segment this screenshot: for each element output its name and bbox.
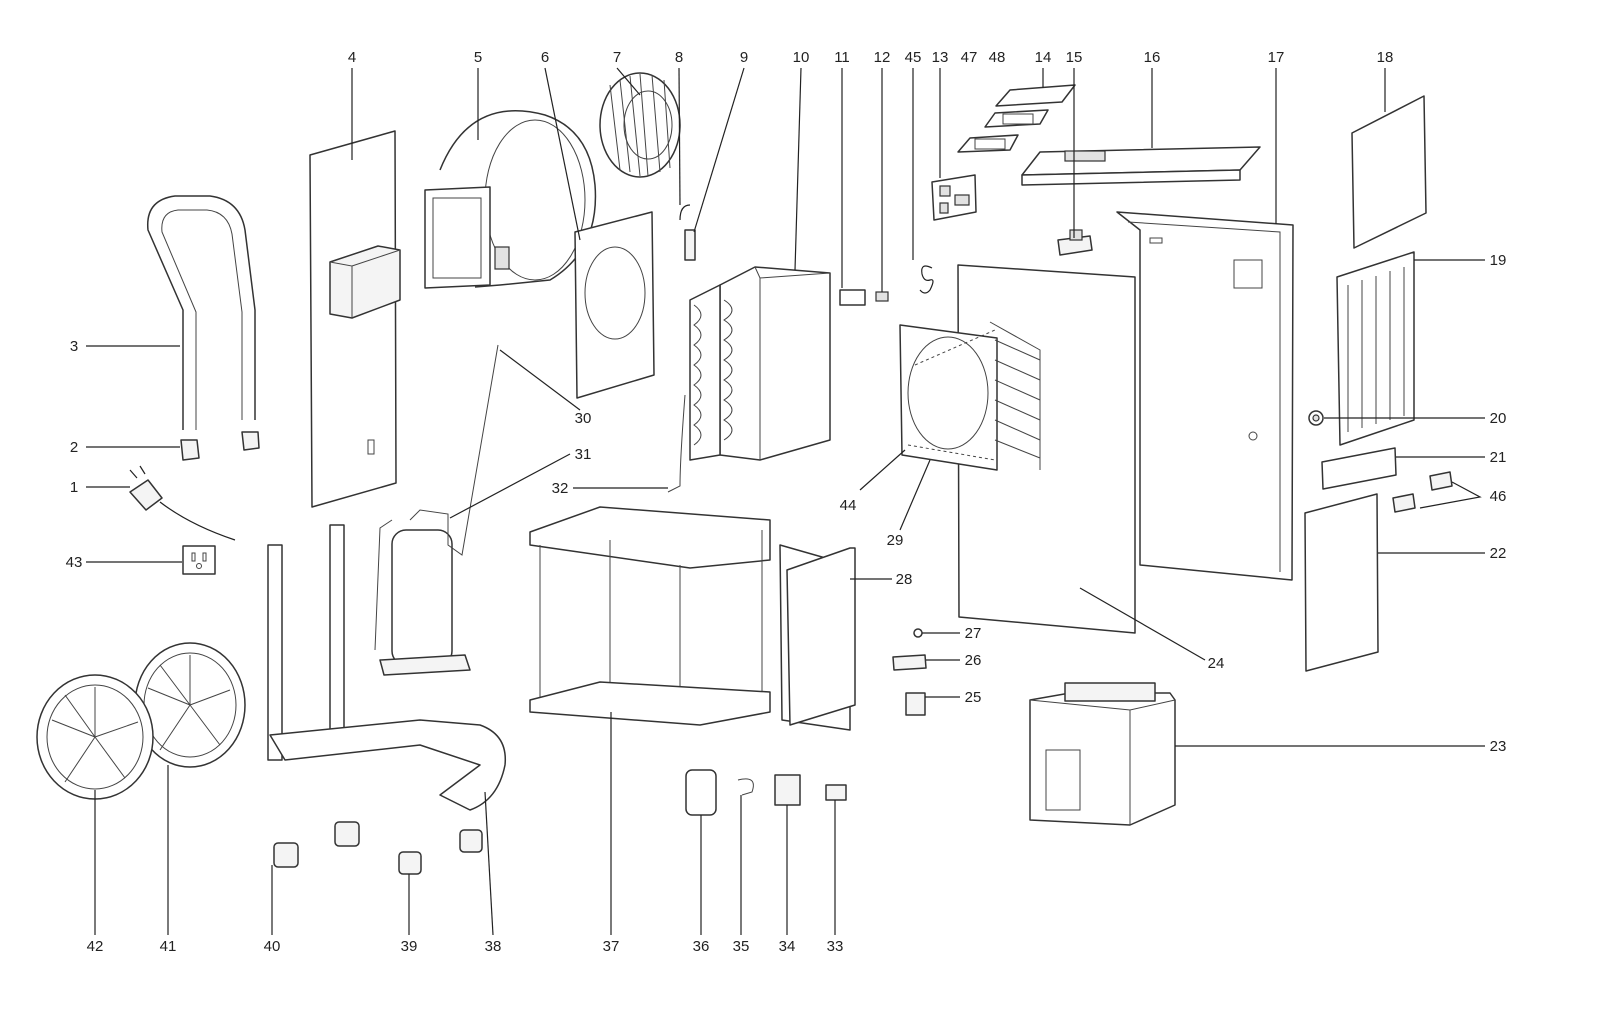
handle-part bbox=[147, 195, 256, 430]
part-number-37: 37 bbox=[603, 938, 620, 955]
part-number-38: 38 bbox=[485, 938, 502, 955]
rear-sheet bbox=[1304, 493, 1379, 672]
part-number-labels: 1 2 3 4 5 6 7 8 9 10 11 12 13 14 15 16 1… bbox=[66, 49, 1507, 955]
part-number-30: 30 bbox=[575, 410, 592, 427]
sensor-probe bbox=[679, 204, 696, 261]
part-number-20: 20 bbox=[1490, 410, 1507, 427]
part-number-9: 9 bbox=[740, 49, 748, 66]
part-number-15: 15 bbox=[1066, 49, 1083, 66]
part-number-14: 14 bbox=[1035, 49, 1052, 66]
part-number-24: 24 bbox=[1208, 655, 1225, 672]
part-number-31: 31 bbox=[575, 446, 592, 463]
part-number-4: 4 bbox=[348, 49, 356, 66]
part-number-34: 34 bbox=[779, 938, 796, 955]
power-cord bbox=[129, 465, 236, 541]
part-number-7: 7 bbox=[613, 49, 621, 66]
display-panel bbox=[839, 289, 889, 306]
front-panel bbox=[899, 264, 1136, 634]
part-number-41: 41 bbox=[160, 938, 177, 955]
part-number-39: 39 bbox=[401, 938, 418, 955]
part-number-33: 33 bbox=[827, 938, 844, 955]
hose-connectors bbox=[1392, 471, 1453, 513]
leader-lines bbox=[86, 67, 1485, 936]
part-number-36: 36 bbox=[693, 938, 710, 955]
chassis-frame bbox=[267, 524, 507, 811]
part-number-40: 40 bbox=[264, 938, 281, 955]
bracket bbox=[1321, 447, 1397, 490]
part-number-19: 19 bbox=[1490, 252, 1507, 269]
part-number-16: 16 bbox=[1144, 49, 1161, 66]
part-number-48: 48 bbox=[989, 49, 1006, 66]
electrical-parts bbox=[685, 769, 847, 816]
label-pads bbox=[957, 84, 1076, 153]
part-number-22: 22 bbox=[1490, 545, 1507, 562]
s-hook bbox=[919, 265, 934, 294]
part-number-11: 11 bbox=[834, 49, 850, 66]
part-number-28: 28 bbox=[896, 571, 913, 588]
part-number-6: 6 bbox=[541, 49, 549, 66]
part-number-17: 17 bbox=[1268, 49, 1285, 66]
control-board bbox=[931, 174, 977, 221]
part-number-32: 32 bbox=[552, 480, 569, 497]
part-number-21: 21 bbox=[1490, 449, 1507, 466]
part-number-47: 47 bbox=[961, 49, 978, 66]
handle-caps bbox=[180, 431, 260, 461]
part-number-44: 44 bbox=[840, 497, 857, 514]
blower-housing bbox=[424, 110, 597, 289]
part-number-35: 35 bbox=[733, 938, 750, 955]
water-bucket bbox=[1029, 682, 1176, 826]
part-number-29: 29 bbox=[887, 532, 904, 549]
part-number-2: 2 bbox=[70, 439, 78, 456]
part-number-13: 13 bbox=[932, 49, 949, 66]
part-number-5: 5 bbox=[474, 49, 482, 66]
feet bbox=[273, 821, 483, 875]
part-number-10: 10 bbox=[793, 49, 810, 66]
part-number-3: 3 bbox=[70, 338, 78, 355]
part-number-18: 18 bbox=[1377, 49, 1394, 66]
part-number-23: 23 bbox=[1490, 738, 1507, 755]
louver-grille bbox=[1336, 251, 1415, 446]
knob bbox=[1308, 410, 1324, 426]
small-brackets bbox=[892, 628, 927, 716]
wheels bbox=[36, 642, 246, 800]
compressor bbox=[374, 344, 686, 676]
part-number-42: 42 bbox=[87, 938, 104, 955]
part-number-43: 43 bbox=[66, 554, 83, 571]
part-number-27: 27 bbox=[965, 625, 982, 642]
back-plate bbox=[309, 130, 401, 508]
outlet bbox=[182, 545, 216, 575]
fan-wheel bbox=[599, 72, 681, 178]
part-number-1: 1 bbox=[70, 479, 78, 496]
float-switch bbox=[1057, 229, 1093, 256]
evaporator-coil bbox=[689, 266, 831, 461]
top-cover bbox=[1021, 146, 1261, 186]
side-door-panel bbox=[1116, 211, 1294, 581]
part-number-8: 8 bbox=[675, 49, 683, 66]
part-number-46: 46 bbox=[1490, 488, 1507, 505]
filter-sheet bbox=[1351, 95, 1427, 249]
part-number-26: 26 bbox=[965, 652, 982, 669]
fan-plate bbox=[574, 211, 655, 399]
part-number-45: 45 bbox=[905, 49, 922, 66]
part-number-25: 25 bbox=[965, 689, 982, 706]
base-frame bbox=[529, 506, 771, 726]
part-number-12: 12 bbox=[874, 49, 891, 66]
side-bracket bbox=[779, 544, 856, 731]
